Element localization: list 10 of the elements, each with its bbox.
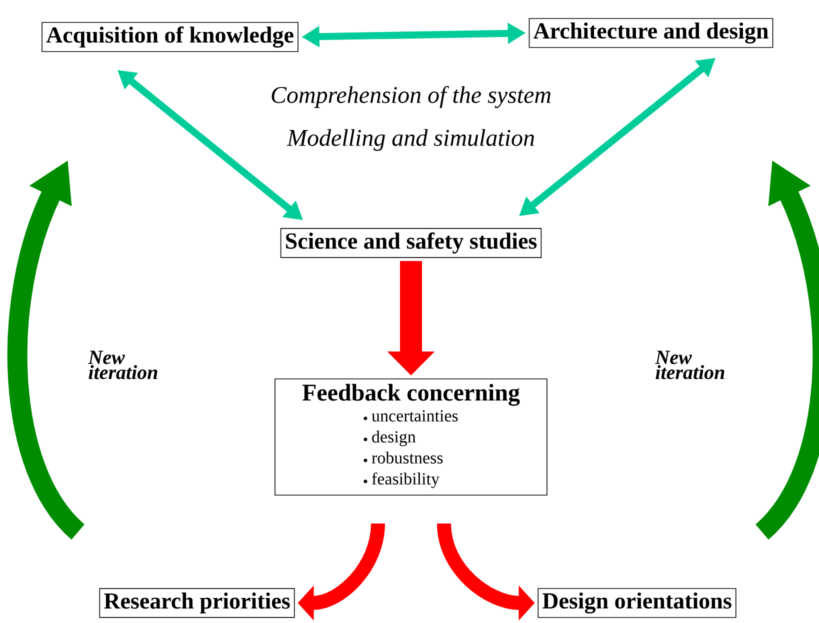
process-box: Acquisition of knowledge [42, 22, 298, 52]
process-box: Architecture and design [528, 18, 774, 48]
process-box: Design orientations [538, 588, 736, 618]
process-box: Science and safety studies [280, 228, 542, 258]
feedback-box: Feedback concerning uncertainties design robustness feasibility [274, 378, 548, 496]
process-box: Research priorities [99, 588, 295, 618]
iteration-label: New iteration [88, 350, 158, 380]
caption-text: Comprehension of the system [272, 86, 551, 108]
iteration-label: New iteration [655, 350, 724, 380]
caption-text: Modelling and simulation [286, 129, 534, 151]
